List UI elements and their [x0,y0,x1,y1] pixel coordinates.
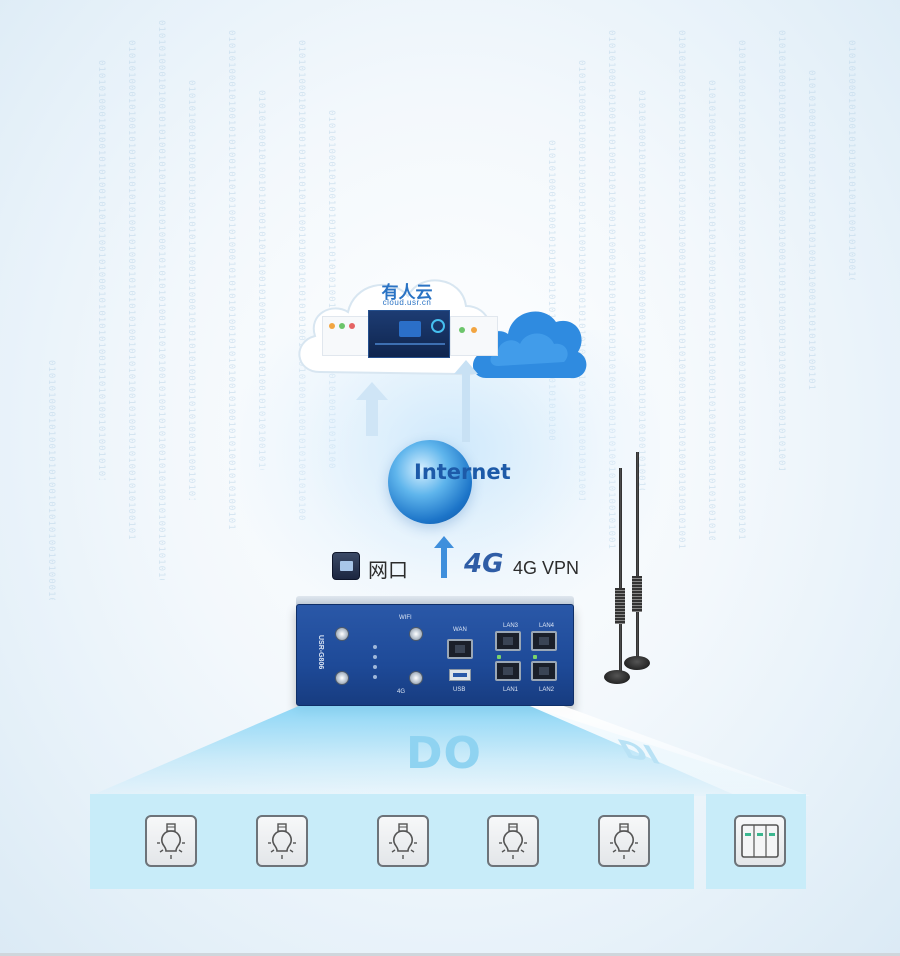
lan4-port [531,631,557,651]
status-dot [329,323,335,329]
antenna-rod [636,452,639,576]
antenna-4g-label: 4G [397,689,406,695]
wan-label: WAN [453,627,467,633]
antenna-rod [619,468,622,588]
cloud-icon [472,311,587,379]
light-bulb-tile [145,815,197,867]
gauge-icon [431,319,445,333]
binary-column: 0101010001010010101001010101001010001010… [776,30,786,470]
antenna-base [624,656,650,670]
dashboard-screen-main [368,310,450,358]
binary-column: 0101010001010010101001010101001010001010… [186,80,196,500]
antenna-rod [636,612,639,662]
lan1-port [495,661,521,681]
lan2-port [531,661,557,681]
binary-column: 0101010001010010101001010101001010001010… [806,70,816,390]
light-bulb-tile [377,815,429,867]
binary-column: 0101010001010010101001010101001010001010… [46,360,56,600]
status-led [373,655,377,659]
wall-switch-tile [734,815,786,867]
binary-column: 0101010001010010101001010101001010001010… [576,60,586,500]
map-graphic [399,321,421,337]
lan1-label: LAN1 [503,687,519,693]
usb-port [449,669,471,681]
wall-switch-icon [741,824,779,858]
router-device: WIFI 4G USR-G806 WAN USB LAN3 LAN4 LAN1 … [296,604,574,706]
binary-column: 0101010001010010101001010101001010001010… [636,90,646,490]
do-label: DO [406,728,482,779]
port-led [533,655,537,659]
antenna-connector [335,671,349,685]
antenna-coil [632,576,642,612]
dashboard-screen-left [322,316,370,356]
light-bulb-icon [157,823,185,859]
arrow-up-icon [454,360,478,442]
antenna-rod [619,624,622,674]
dashboard-screen-right [450,316,498,356]
arrow-up-icon [434,536,454,578]
binary-column: 0101010001010010101001010101001010001010… [706,80,716,540]
binary-column: 0101010001010010101001010101001010001010… [96,60,106,480]
binary-column: 0101010001010010101001010101001010001010… [126,40,136,540]
binary-column: 0101010001010010101001010101001010001010… [846,40,856,280]
bottom-divider [0,953,900,956]
binary-column: 0101010001010010101001010101001010001010… [546,140,556,440]
ethernet-label: 网口 [368,558,408,582]
internet-label: Internet [414,460,511,484]
port-led [497,655,501,659]
antenna-coil [615,588,625,624]
light-bulb-tile [598,815,650,867]
binary-column: 0101010001010010101001010101001010001010… [226,30,236,530]
cellular-4g-icon: 4G [464,549,504,579]
binary-column: 0101010001010010101001010101001010001010… [156,20,166,580]
wan-port [447,639,473,659]
lan3-label: LAN3 [503,623,519,629]
antenna-connector [409,671,423,685]
antenna-connector [409,627,423,641]
light-bulb-icon [268,823,296,859]
status-dot [349,323,355,329]
status-led [373,645,377,649]
status-led [373,675,377,679]
cloud-brand-url: cloud.usr.cn [382,298,432,307]
globe-icon [388,440,472,524]
binary-column: 0101010001010010101001010101001010001010… [256,90,266,470]
ethernet-port-icon [332,552,360,580]
light-bulb-icon [499,823,527,859]
antenna-base [604,670,630,684]
light-bulb-tile [256,815,308,867]
light-bulb-icon [389,823,417,859]
arrow-up-icon [356,382,388,436]
wifi-port-label: WIFI [399,615,412,621]
status-dot [459,327,465,333]
lan3-port [495,631,521,651]
light-bulb-icon [610,823,638,859]
cellular-vpn-label: 4G VPN [513,558,580,578]
antenna-connector [335,627,349,641]
binary-column: 0101010001010010101001010101001010001010… [326,110,336,470]
status-led [373,665,377,669]
chart-line [375,343,445,345]
cloud-brand-name: 有人云 [381,283,433,303]
binary-column: 0101010001010010101001010101001010001010… [606,30,616,550]
lan4-label: LAN4 [539,623,555,629]
binary-column: 0101010001010010101001010101001010001010… [736,40,746,540]
binary-column: 0101010001010010101001010101001010001010… [296,40,306,520]
model-label: USR-G806 [317,635,324,670]
status-dot [339,323,345,329]
lan2-label: LAN2 [539,687,555,693]
usb-label: USB [453,687,466,693]
binary-column: 0101010001010010101001010101001010001010… [676,30,686,550]
light-bulb-tile [487,815,539,867]
status-dot [471,327,477,333]
